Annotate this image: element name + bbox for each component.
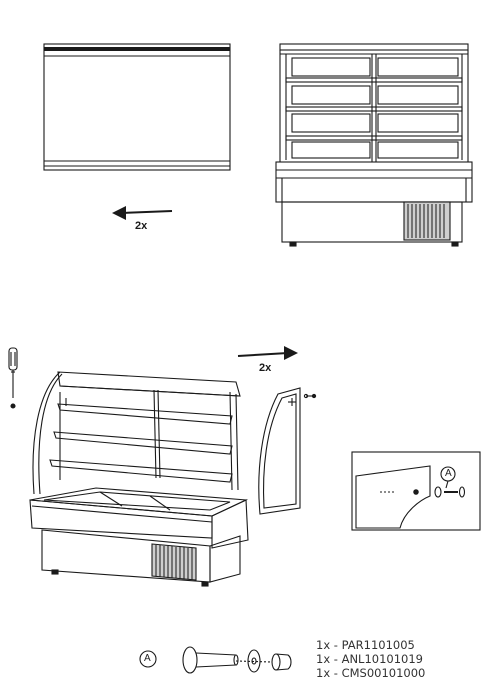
glass-panel-removed <box>43 43 231 171</box>
step2-quantity-label: 2x <box>259 362 272 374</box>
display-cabinet-front-view <box>275 43 473 247</box>
step1-quantity-label: 2x <box>135 220 148 232</box>
parts-callout-letter: A <box>144 653 151 664</box>
parts-list-item: 1x - ANL10101019 <box>316 652 423 666</box>
shelf <box>53 431 233 455</box>
shelf <box>57 398 233 425</box>
shelf <box>49 459 233 483</box>
display-cabinet-perspective-view <box>29 371 249 587</box>
screwdriver-icon <box>8 347 18 409</box>
detail-callout-letter: A <box>445 468 452 479</box>
screw-icon <box>303 393 317 399</box>
arrow-right-icon <box>237 346 298 360</box>
parts-list-item: 1x - CMS00101000 <box>316 666 426 680</box>
detail-view <box>351 451 481 531</box>
side-glass-panel-removed <box>258 387 301 515</box>
parts-hardware-illustration <box>139 646 292 674</box>
callout-a-circle <box>139 650 157 668</box>
parts-list: 1x - PAR1101005 1x - ANL10101019 1x - CM… <box>316 638 425 680</box>
parts-list-item: 1x - PAR1101005 <box>316 638 415 652</box>
arrow-left-icon <box>112 206 173 220</box>
